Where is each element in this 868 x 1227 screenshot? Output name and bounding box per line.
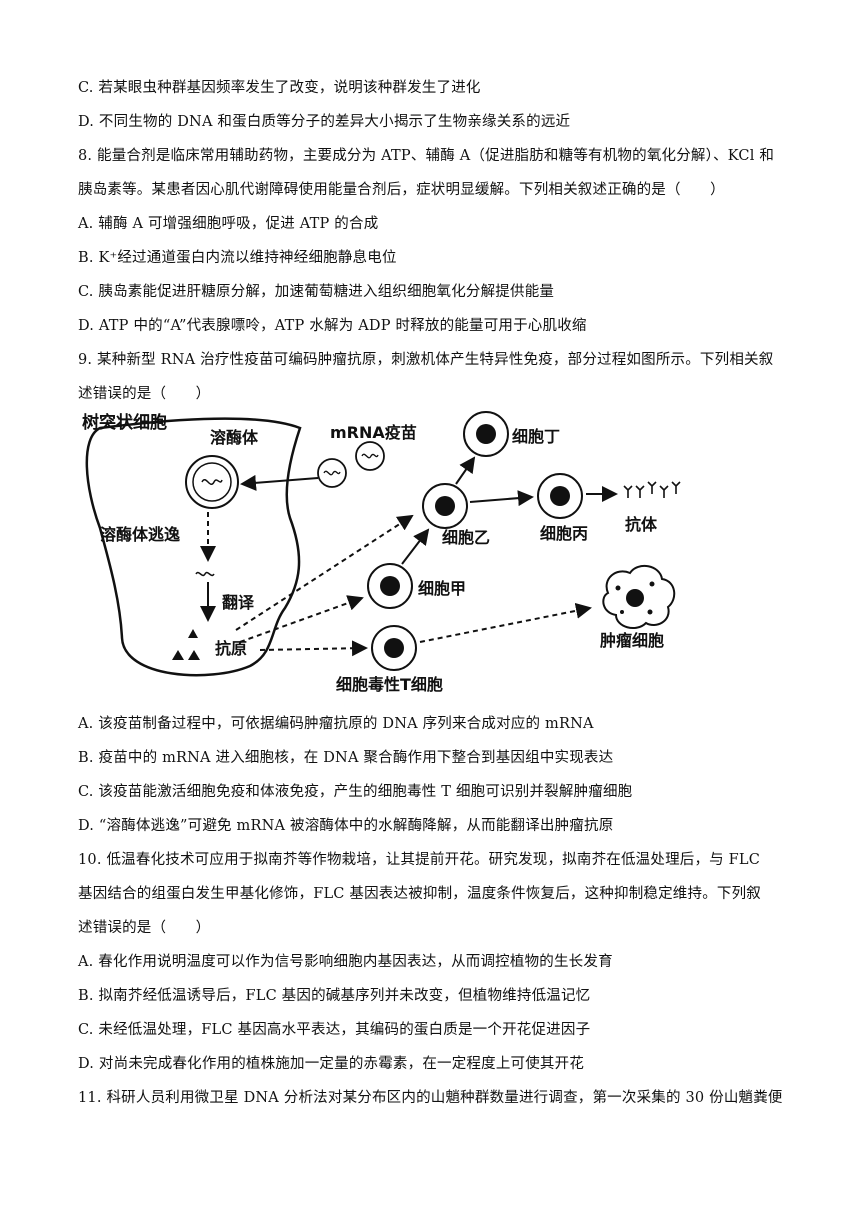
tumor-cell-label: 肿瘤细胞 xyxy=(600,631,664,650)
text-line: A. 春化作用说明温度可以作为信号影响细胞内基因表达，从而调控植物的生长发育 xyxy=(78,954,613,970)
text-line: 9. 某种新型 RNA 治疗性疫苗可编码肿瘤抗原，刺激机体产生特异性免疫，部分过… xyxy=(78,352,774,368)
antigen-triangles xyxy=(172,629,200,660)
translation-label: 翻译 xyxy=(222,593,255,612)
text-line: B. K⁺经过通道蛋白内流以维持神经细胞静息电位 xyxy=(78,250,397,266)
cell-b xyxy=(422,483,468,529)
dendritic-cell-outline xyxy=(85,417,302,677)
text-line: D. “溶酶体逃逸”可避免 mRNA 被溶酶体中的水解酶降解，从而能翻译出肿瘤抗… xyxy=(78,818,614,834)
text-line: C. 若某眼虫种群基因频率发生了改变，说明该种群发生了进化 xyxy=(78,80,481,96)
vaccine-to-lysosome-arrow xyxy=(240,474,319,491)
text-line: 胰岛素等。某患者因心肌代谢障碍使用能量合剂后，症状明显缓解。下列相关叙述正确的是… xyxy=(78,182,725,198)
cell-b-label: 细胞乙 xyxy=(442,528,490,547)
t-cell-to-tumor-arrow xyxy=(419,602,592,643)
text-line: 述错误的是（ ） xyxy=(78,920,211,936)
cell-a xyxy=(367,563,413,609)
cell-a-to-cell-b-arrow xyxy=(401,528,430,565)
immune-diagram: 树突状细胞 溶酶体 mRNA疫苗 溶酶体逃逸 翻译 抗原 细胞甲 细胞乙 xyxy=(82,411,681,694)
lysosome xyxy=(185,455,239,509)
text-line: 8. 能量合剂是临床常用辅助药物，主要成分为 ATP、辅酶 A（促进脂肪和糖等有… xyxy=(78,148,775,164)
lysosome-escape-label: 溶酶体逃逸 xyxy=(100,525,180,544)
text-line: B. 拟南芥经低温诱导后，FLC 基因的碱基序列并未改变，但植物维持低温记忆 xyxy=(78,988,591,1004)
cell-b-to-cell-c-arrow xyxy=(469,490,534,507)
text-line: C. 胰岛素能促进肝糖原分解，加速葡萄糖进入组织细胞氧化分解提供能量 xyxy=(78,284,555,300)
antigen-to-t-cell-arrow xyxy=(259,640,368,657)
text-line: C. 该疫苗能激活细胞免疫和体液免疫，产生的细胞毒性 T 细胞可识别并裂解肿瘤细… xyxy=(78,784,633,800)
antigen-label: 抗原 xyxy=(215,639,247,658)
text-line: 10. 低温春化技术可应用于拟南芥等作物栽培，让其提前开花。研究发现，拟南芥在低… xyxy=(78,852,761,868)
cytotoxic-t-cell xyxy=(371,625,417,671)
cell-c xyxy=(537,473,583,519)
text-line: 基因结合的组蛋白发生甲基化修饰，FLC 基因表达被抑制，温度条件恢复后，这种抑制… xyxy=(78,886,761,902)
text-line: 11. 科研人员利用微卫星 DNA 分析法对某分布区内的山魈种群数量进行调查，第… xyxy=(78,1090,783,1106)
text-line: A. 该疫苗制备过程中，可依据编码肿瘤抗原的 DNA 序列来合成对应的 mRNA xyxy=(78,716,594,732)
antigen-to-cell-a-arrow xyxy=(239,595,364,643)
cell-d xyxy=(463,411,509,457)
cell-a-label: 细胞甲 xyxy=(418,579,466,598)
mrna-vaccine-particles xyxy=(317,441,385,488)
mrna-vaccine-label: mRNA疫苗 xyxy=(330,423,417,442)
text-line: B. 疫苗中的 mRNA 进入细胞核，在 DNA 聚合酶作用下整合到基因组中实现… xyxy=(78,750,614,766)
text-line: A. 辅酶 A 可增强细胞呼吸，促进 ATP 的合成 xyxy=(78,216,379,232)
mrna-strand xyxy=(195,571,215,577)
antibody-label: 抗体 xyxy=(625,515,658,534)
cell-d-label: 细胞丁 xyxy=(512,427,560,446)
text-line: D. ATP 中的“A”代表腺嘌呤，ATP 水解为 ADP 时释放的能量可用于心… xyxy=(78,318,587,334)
lysosome-label: 溶酶体 xyxy=(210,428,259,447)
antibody-icons xyxy=(623,481,681,498)
cytotoxic-t-label: 细胞毒性T细胞 xyxy=(336,675,443,694)
cell-b-to-cell-d-arrow xyxy=(455,456,476,485)
tumor-cell xyxy=(602,564,676,630)
antigen-to-cell-b-arrow xyxy=(235,514,414,631)
text-line: C. 未经低温处理，FLC 基因高水平表达，其编码的蛋白质是一个开花促进因子 xyxy=(78,1022,591,1038)
text-line: D. 不同生物的 DNA 和蛋白质等分子的差异大小揭示了生物亲缘关系的远近 xyxy=(78,114,571,130)
cell-c-label: 细胞丙 xyxy=(540,524,588,543)
dendritic-cell-label: 树突状细胞 xyxy=(82,412,167,433)
text-line: 述错误的是（ ） xyxy=(78,386,211,402)
text-line: D. 对尚未完成春化作用的植株施加一定量的赤霉素，在一定程度上可使其开花 xyxy=(78,1056,585,1072)
